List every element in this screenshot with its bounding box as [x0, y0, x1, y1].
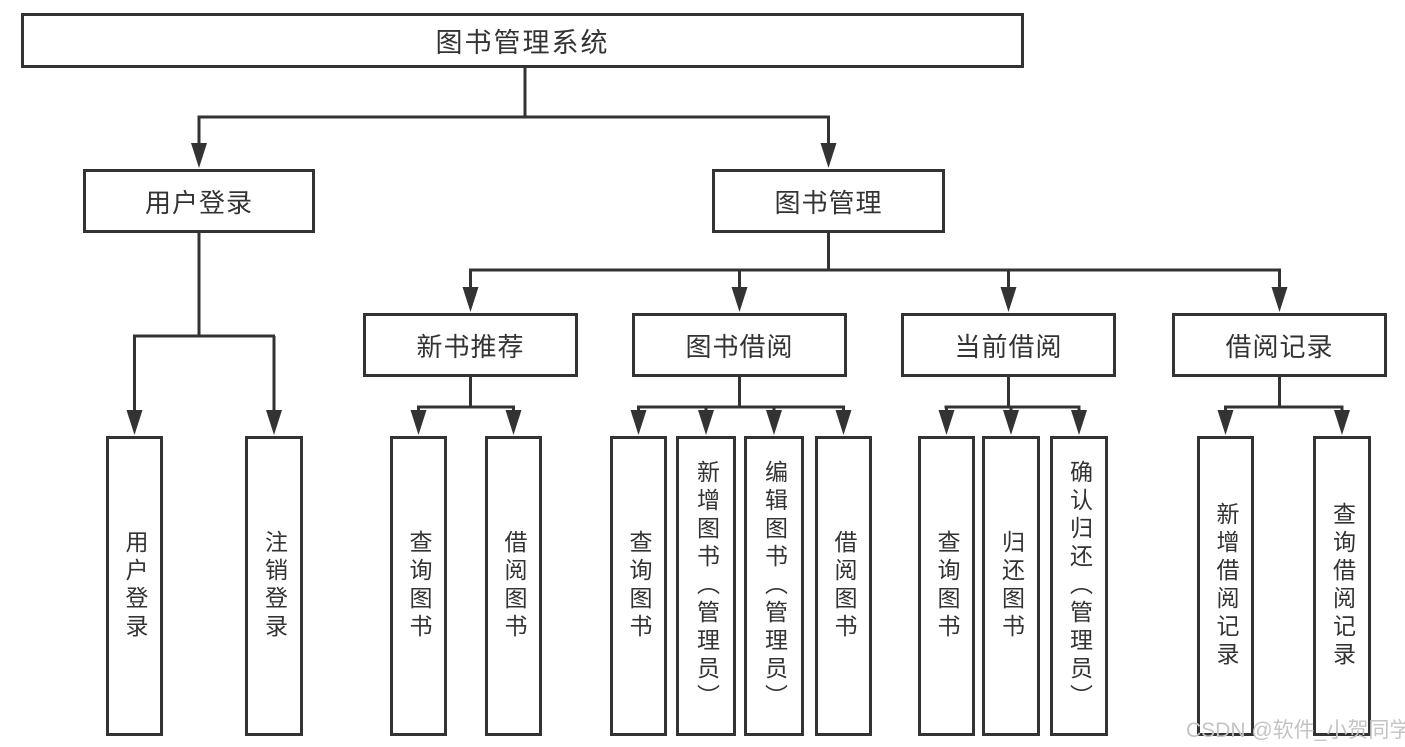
node-current-borrow-label: 当前借阅 — [954, 331, 1063, 362]
leaf-return-books-label: 归还图书 — [998, 530, 1025, 642]
leaf-edit-book-admin-label: 编辑图书（管理员） — [761, 460, 788, 712]
leaf-confirm-return-admin: 确认归还（管理员） — [1050, 436, 1108, 736]
leaf-add-book-admin: 新增图书（管理员） — [676, 436, 736, 736]
node-root: 图书管理系统 — [21, 13, 1024, 68]
leaf-query-books-recommend: 查询图书 — [390, 436, 447, 736]
node-book-borrow: 图书借阅 — [632, 313, 847, 377]
node-borrow-records: 借阅记录 — [1172, 313, 1387, 377]
node-current-borrow: 当前借阅 — [901, 313, 1116, 377]
node-book-management-label: 图书管理 — [774, 187, 883, 218]
leaf-return-books: 归还图书 — [982, 436, 1040, 736]
node-new-book-recommend-label: 新书推荐 — [416, 331, 525, 362]
leaf-add-borrow-record-label: 新增借阅记录 — [1213, 502, 1239, 670]
leaf-query-borrow-record-label: 查询借阅记录 — [1329, 502, 1356, 670]
leaf-logout: 注销登录 — [245, 436, 303, 736]
node-borrow-records-label: 借阅记录 — [1225, 331, 1334, 362]
watermark: CSDN @软件_小贺同学 — [1186, 719, 1405, 742]
node-book-management: 图书管理 — [712, 169, 945, 233]
leaf-user-login-label: 用户登录 — [122, 530, 148, 642]
leaf-borrow-books-label: 借阅图书 — [831, 530, 857, 642]
leaf-confirm-return-admin-label: 确认归还（管理员） — [1066, 460, 1093, 712]
leaf-borrow-books: 借阅图书 — [815, 436, 872, 736]
leaf-add-book-admin-label: 新增图书（管理员） — [693, 460, 720, 712]
leaf-add-borrow-record: 新增借阅记录 — [1197, 436, 1254, 736]
leaf-query-books-borrow: 查询图书 — [610, 436, 667, 736]
leaf-borrow-books-recommend: 借阅图书 — [485, 436, 542, 736]
leaf-user-login: 用户登录 — [106, 436, 163, 736]
leaf-edit-book-admin: 编辑图书（管理员） — [744, 436, 804, 736]
leaf-logout-label: 注销登录 — [261, 530, 288, 642]
leaf-query-books-recommend-label: 查询图书 — [406, 530, 432, 642]
node-user-login-label: 用户登录 — [144, 187, 253, 218]
leaf-query-borrow-record: 查询借阅记录 — [1313, 436, 1371, 736]
node-new-book-recommend: 新书推荐 — [363, 313, 578, 377]
node-book-borrow-label: 图书借阅 — [685, 331, 794, 362]
node-user-login: 用户登录 — [83, 169, 315, 233]
leaf-query-books-current-label: 查询图书 — [934, 530, 960, 642]
leaf-borrow-books-recommend-label: 借阅图书 — [501, 530, 527, 642]
leaf-query-books-current: 查询图书 — [918, 436, 975, 736]
node-root-label: 图书管理系统 — [435, 28, 610, 58]
leaf-query-books-borrow-label: 查询图书 — [626, 530, 652, 642]
